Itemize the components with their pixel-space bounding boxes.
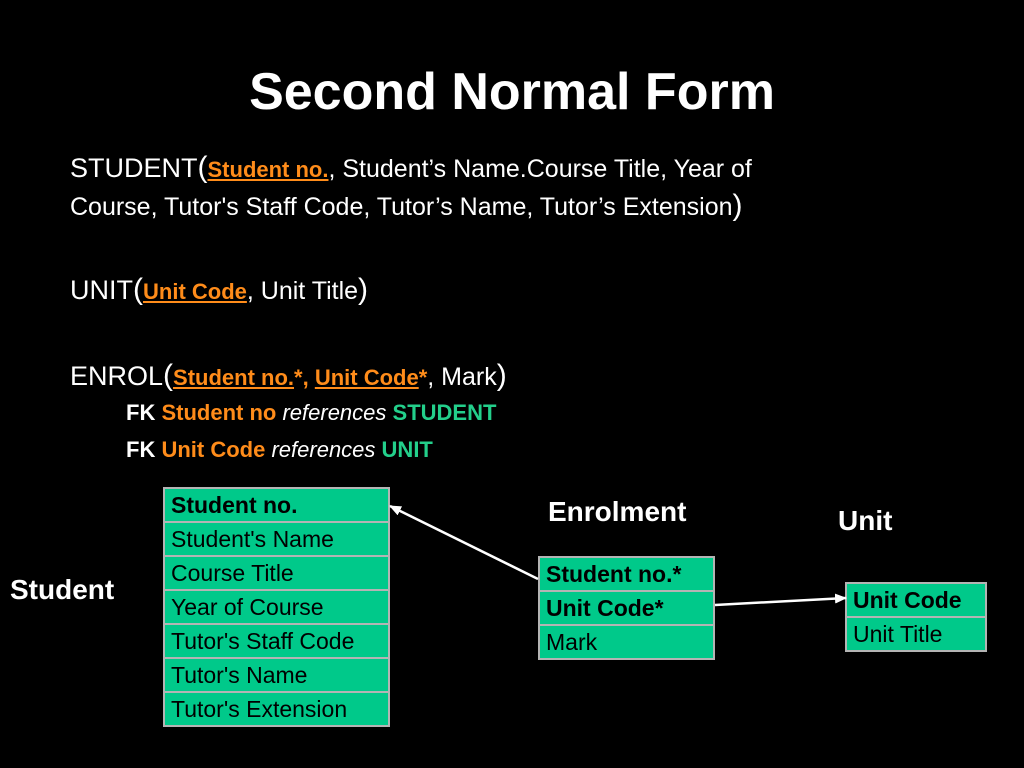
- enrol-fk-marker-2: *: [418, 365, 428, 390]
- student-relation-name: STUDENT: [70, 153, 198, 183]
- enrol-relation-name: ENROL: [70, 361, 164, 391]
- table-row: Student no.: [163, 487, 390, 523]
- fk-keyword: FK: [126, 400, 156, 425]
- student-field-course-title: Course Title: [163, 555, 390, 591]
- table-row: Student's Name: [163, 521, 390, 557]
- fk-arrow-unit: [714, 593, 847, 607]
- student-primary-key: Student no.: [207, 157, 329, 182]
- fk-unit-line: FK Unit Code references UNIT: [126, 437, 433, 463]
- unit-close-paren: ): [358, 273, 369, 306]
- table-row: Course Title: [163, 555, 390, 591]
- unit-relation: UNIT(Unit Code, Unit Title): [70, 272, 368, 310]
- student-field-student-no: Student no.: [163, 487, 390, 523]
- fk-field: Unit Code: [161, 437, 266, 462]
- enrol-close-paren: ): [496, 359, 507, 392]
- unit-field-unit-code: Unit Code: [845, 582, 987, 618]
- enrol-key-unit-code: Unit Code: [314, 365, 419, 390]
- enrolment-table: Student no.* Unit Code* Mark: [538, 556, 715, 660]
- unit-open-paren: (: [133, 273, 143, 306]
- student-field-tutor-extension: Tutor's Extension: [163, 691, 390, 727]
- enrol-relation: ENROL(Student no.*, Unit Code*, Mark): [70, 358, 507, 396]
- student-field-tutor-staff-code: Tutor's Staff Code: [163, 623, 390, 659]
- enrolment-field-student-no: Student no.*: [538, 556, 715, 592]
- slide-title: Second Normal Form: [249, 63, 775, 121]
- table-row: Tutor's Name: [163, 657, 390, 693]
- student-table: Student no. Student's Name Course Title …: [163, 487, 390, 727]
- enrolment-field-mark: Mark: [538, 624, 715, 660]
- unit-table: Unit Code Unit Title: [845, 582, 987, 652]
- student-close-paren: ): [732, 189, 743, 222]
- enrol-fk-marker-1: *: [294, 365, 303, 390]
- enrol-key-separator: ,: [302, 365, 315, 390]
- fk-keyword: FK: [126, 437, 156, 462]
- fk-arrow-student: [389, 504, 539, 581]
- student-attributes-line1: , Student’s Name.Course Title, Year of: [328, 155, 752, 183]
- fk-target: STUDENT: [392, 400, 497, 425]
- table-row: Tutor's Staff Code: [163, 623, 390, 659]
- enrol-open-paren: (: [163, 359, 174, 392]
- fk-references: references: [271, 437, 376, 462]
- table-row: Unit Code*: [538, 590, 715, 626]
- unit-table-label: Unit: [838, 505, 893, 536]
- student-open-paren: (: [197, 151, 208, 184]
- enrol-key-student-no: Student no.: [173, 365, 295, 390]
- student-field-tutor-name: Tutor's Name: [163, 657, 390, 693]
- table-row: Unit Code: [845, 582, 987, 618]
- enrolment-table-label: Enrolment: [548, 496, 687, 527]
- table-row: Tutor's Extension: [163, 691, 390, 727]
- unit-field-unit-title: Unit Title: [845, 616, 987, 652]
- table-row: Unit Title: [845, 616, 987, 652]
- student-relation: STUDENT(Student no., Student’s Name.Cour…: [70, 150, 752, 225]
- student-attributes-line2: Course, Tutor's Staff Code, Tutor’s Name…: [70, 193, 733, 221]
- unit-attributes: , Unit Title: [246, 277, 359, 305]
- student-field-name: Student's Name: [163, 521, 390, 557]
- unit-relation-name: UNIT: [70, 275, 133, 305]
- student-table-label: Student: [10, 574, 115, 605]
- enrol-attributes: , Mark: [427, 363, 497, 391]
- table-row: Year of Course: [163, 589, 390, 625]
- table-row: Mark: [538, 624, 715, 660]
- enrolment-field-unit-code: Unit Code*: [538, 590, 715, 626]
- fk-field: Student no: [161, 400, 277, 425]
- fk-references: references: [282, 400, 387, 425]
- fk-student-line: FK Student no references STUDENT: [126, 400, 496, 426]
- fk-target: UNIT: [381, 437, 433, 462]
- student-field-year-of-course: Year of Course: [163, 589, 390, 625]
- unit-primary-key: Unit Code: [143, 279, 247, 304]
- table-row: Student no.*: [538, 556, 715, 592]
